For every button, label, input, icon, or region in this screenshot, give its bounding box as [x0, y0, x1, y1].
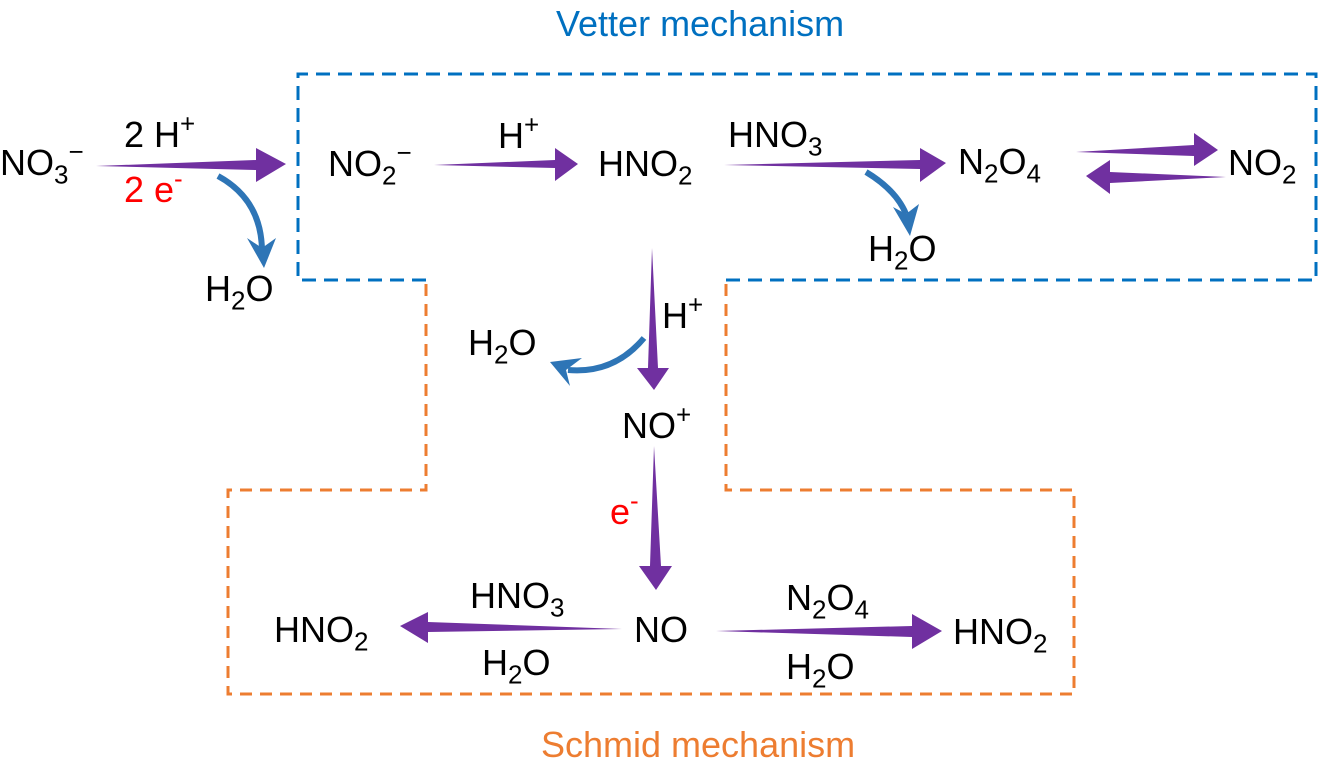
species-n2o4: N2O4 — [958, 141, 1041, 189]
species-no2: NO2 — [1228, 142, 1297, 190]
species-no-plus: NO+ — [622, 399, 692, 446]
hno2-protonation-water-elimination-arrow — [550, 336, 647, 386]
label-proton-nitrite: H+ — [498, 109, 540, 156]
schmid-mechanism-boundary — [226, 284, 1076, 696]
species-no: NO — [634, 609, 688, 650]
no-to-hno2-left-arrow — [400, 612, 622, 643]
label-electron-no-plus: e- — [610, 485, 639, 532]
species-hno2-vetter: HNO2 — [598, 143, 693, 191]
label-water-schmid-right: H2O — [786, 646, 855, 694]
label-hno3-reagent: HNO3 — [728, 114, 823, 162]
schmid-mechanism-title: Schmid mechanism — [541, 724, 856, 765]
species-hno2-right: HNO2 — [953, 611, 1048, 659]
label-n2o4-schmid: N2O4 — [786, 577, 869, 625]
species-nitrite: NO2− — [328, 137, 412, 191]
label-water-n2o4: H2O — [868, 228, 937, 276]
nitrate-water-elimination-arrow — [216, 173, 276, 268]
hno2-to-no-plus-arrow — [637, 248, 669, 390]
n2o4-to-no2-forward-arrow — [1076, 133, 1218, 166]
hno2-hno3-water-elimination-arrow — [864, 169, 919, 236]
label-proton-hno2: H+ — [662, 289, 704, 336]
nitrite-to-hno2-arrow — [434, 148, 578, 181]
vetter-mechanism-title: Vetter mechanism — [556, 3, 845, 44]
label-water-no-plus: H2O — [468, 322, 537, 370]
vetter-mechanism-boundary — [296, 72, 1318, 282]
label-2-electrons: 2 e- — [124, 163, 183, 210]
no-to-hno2-right-arrow — [716, 614, 942, 649]
label-hno3-schmid: HNO3 — [470, 575, 565, 623]
species-hno2-left: HNO2 — [274, 609, 369, 657]
label-water-schmid-left: H2O — [482, 642, 551, 690]
hno2-to-n2o4-arrow — [724, 148, 946, 182]
species-nitrate: NO3− — [0, 136, 84, 190]
label-water-nitrate: H2O — [205, 268, 274, 316]
no-plus-to-no-arrow — [639, 446, 672, 590]
no2-to-n2o4-reverse-arrow — [1086, 160, 1226, 194]
label-2-protons: 2 H+ — [124, 108, 196, 155]
nitrate-to-nitrite-arrow — [96, 148, 286, 182]
